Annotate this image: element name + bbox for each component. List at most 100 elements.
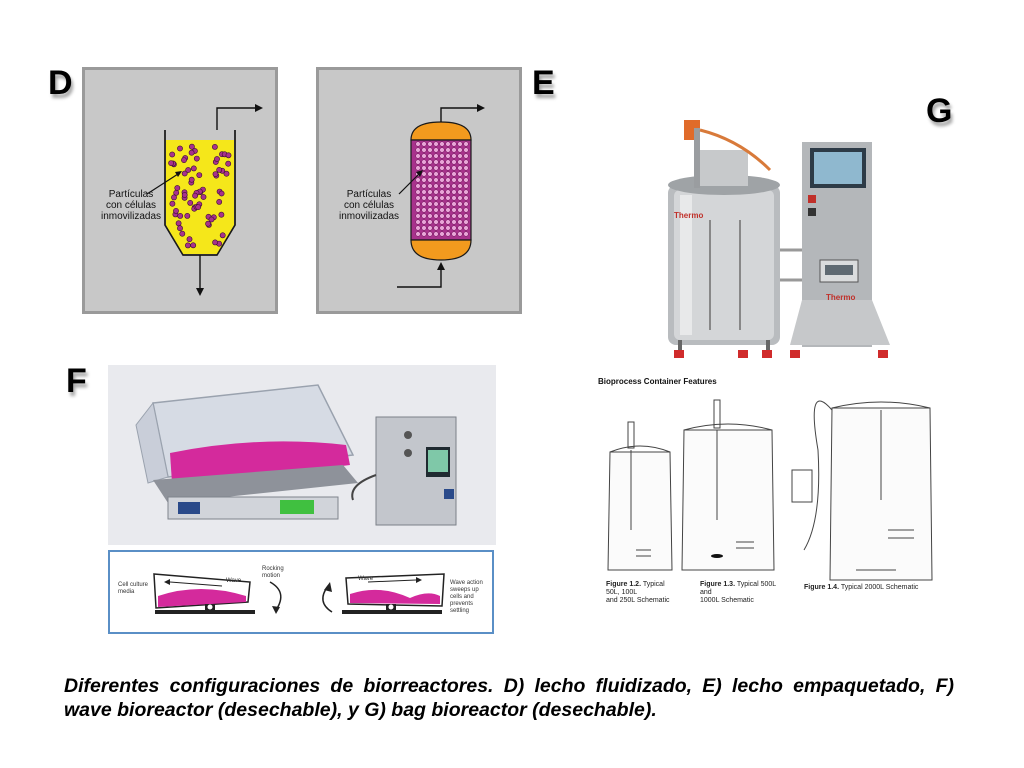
label-g: G	[926, 92, 953, 130]
packed-particle	[433, 195, 439, 201]
packed-particle	[433, 165, 439, 171]
packed-particle	[451, 189, 457, 195]
packed-particle	[439, 159, 445, 165]
packed-particle	[463, 189, 469, 195]
packed-particle	[433, 159, 439, 165]
particle	[171, 194, 177, 201]
packed-particle	[445, 195, 451, 201]
particle	[173, 207, 179, 214]
packed-particle	[457, 183, 463, 189]
packed-particle	[445, 165, 451, 171]
packed-particle	[451, 153, 457, 159]
packed-particle	[451, 195, 457, 201]
bioprocess-container-figure: Bioprocess Container Features Figure 1.2…	[596, 370, 946, 604]
packed-particle	[463, 147, 469, 153]
particles	[168, 143, 232, 249]
packed-particle	[445, 231, 451, 237]
particle	[192, 192, 198, 199]
particle	[193, 155, 200, 162]
packed-particle	[427, 153, 433, 159]
packed-particle	[439, 195, 445, 201]
packed-particle	[451, 213, 457, 219]
particle	[177, 212, 184, 219]
particle	[184, 212, 191, 219]
particle	[188, 149, 195, 156]
packed-particle	[457, 141, 463, 147]
packed-particle	[445, 219, 451, 225]
packed-particle	[457, 189, 463, 195]
packed-particle	[439, 147, 445, 153]
packed-particle	[439, 231, 445, 237]
packed-particle	[439, 165, 445, 171]
packed-particle	[421, 147, 427, 153]
packed-particle	[415, 231, 421, 237]
particle	[186, 236, 193, 243]
slide-caption: Diferentes configuraciones de biorreacto…	[64, 675, 954, 721]
wave-diagram: Cell culture media Wave Rocking motion W…	[108, 550, 494, 634]
packed-particles	[415, 141, 469, 237]
figure-1-4-caption: Figure 1.4. Typical 2000L Schematic	[804, 584, 934, 592]
packed-particle	[457, 153, 463, 159]
packed-particle	[415, 219, 421, 225]
packed-particle	[463, 201, 469, 207]
packed-particle	[433, 171, 439, 177]
packed-particle	[457, 165, 463, 171]
packed-particle	[451, 207, 457, 213]
bag-bioreactor-photo: Thermo Thermo	[640, 100, 910, 365]
particle	[216, 167, 223, 173]
particle	[181, 170, 188, 177]
packed-particle	[463, 165, 469, 171]
packed-particle	[421, 159, 427, 165]
packed-particle	[427, 159, 433, 165]
wave-action-label: Wave action sweeps up cells and prevents…	[450, 580, 483, 614]
packed-particle	[445, 201, 451, 207]
packed-particle	[415, 165, 421, 171]
panel-packed-bed: Partículas con células inmovilizadas	[316, 67, 522, 314]
packed-particle	[451, 219, 457, 225]
packed-particle	[451, 177, 457, 183]
packed-particle	[433, 207, 439, 213]
packed-particle	[451, 159, 457, 165]
figure-1-2-number: Figure 1.2.	[606, 581, 642, 588]
packed-particle	[415, 201, 421, 207]
packed-particle	[421, 213, 427, 219]
particle	[200, 194, 207, 200]
particle	[185, 167, 192, 173]
particle	[218, 211, 225, 218]
figure-1-2-text: Typical 50L, 100L and 250L Schematic	[606, 581, 670, 604]
figure-1-2-caption: Figure 1.2. Typical 50L, 100L and 250L S…	[606, 581, 678, 605]
packed-particle	[439, 177, 445, 183]
particle	[185, 242, 191, 249]
packed-particle	[421, 177, 427, 183]
packed-particle	[433, 213, 439, 219]
packed-particle	[421, 231, 427, 237]
packed-particle	[433, 189, 439, 195]
particle	[181, 192, 188, 198]
packed-particle	[457, 177, 463, 183]
packed-bed-diagram	[397, 104, 485, 288]
label-f: F	[66, 362, 87, 400]
packed-particle	[445, 141, 451, 147]
packed-particle	[439, 219, 445, 225]
packed-particle	[427, 213, 433, 219]
packed-particle	[421, 189, 427, 195]
packed-particle	[421, 207, 427, 213]
packed-particle	[415, 159, 421, 165]
packed-particle	[445, 207, 451, 213]
particle	[169, 151, 176, 158]
packed-particle	[445, 153, 451, 159]
packed-particle	[451, 225, 457, 231]
packed-particle	[451, 201, 457, 207]
packed-particle	[427, 201, 433, 207]
packed-particle	[445, 183, 451, 189]
packed-particle	[463, 171, 469, 177]
packed-particle	[463, 213, 469, 219]
label-e: E	[532, 64, 555, 102]
packed-particle	[415, 177, 421, 183]
particle	[214, 156, 220, 162]
packed-particle	[463, 141, 469, 147]
packed-particle	[457, 171, 463, 177]
packed-particle	[457, 213, 463, 219]
packed-particle	[427, 231, 433, 237]
particle	[190, 165, 197, 172]
